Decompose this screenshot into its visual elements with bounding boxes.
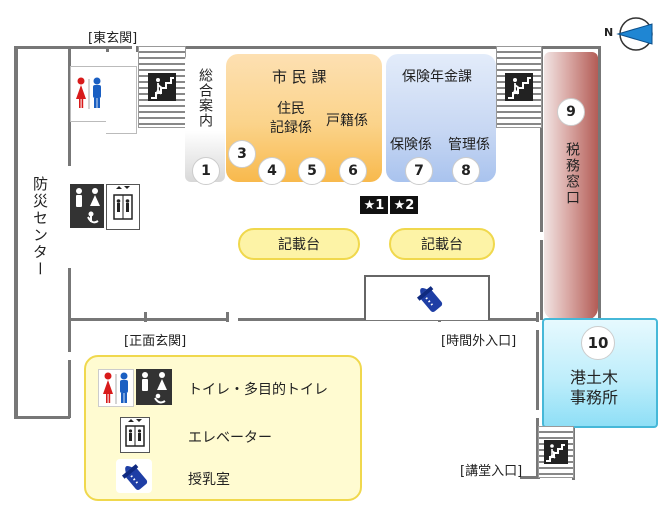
general-info-label: 総合案内 [197, 68, 213, 128]
accessible-toilet-icon [70, 184, 104, 228]
counter-3: 3 [228, 140, 256, 168]
toilet-block-top [70, 66, 108, 122]
wall [598, 46, 601, 318]
wall [68, 360, 71, 418]
wall [520, 476, 540, 479]
toilet-icon [73, 75, 105, 111]
elevator-icon [106, 184, 140, 230]
counter-4: 4 [258, 157, 286, 185]
auditorium-entrance-label: [講堂入口] [460, 464, 523, 479]
writing-desk-1: 記載台 [238, 228, 360, 260]
wall [536, 418, 539, 478]
resident-records-label: 住民 記録係 [270, 101, 312, 136]
wall [540, 240, 543, 320]
wall [144, 312, 147, 322]
wall [106, 46, 109, 52]
tax-window-zone [544, 52, 598, 320]
wall [536, 330, 539, 410]
wall [540, 46, 543, 232]
stairs-bottom-right [538, 426, 574, 478]
front-entrance-label: [正面玄関] [124, 334, 187, 349]
nursing-room [364, 275, 490, 320]
after-hours-entrance-label: [時間外入口] [441, 334, 517, 349]
wall [68, 46, 71, 166]
counter-5: 5 [298, 157, 326, 185]
north-label: N [604, 26, 614, 39]
wall [14, 416, 70, 419]
stairs-top-left [138, 46, 186, 128]
insurance-pension-label: 保険年金課 [402, 69, 472, 85]
legend-box: トイレ・多目的トイレ エレベーター 授乳室 [84, 355, 362, 501]
wall [14, 46, 18, 418]
baby-bottle-icon [116, 459, 152, 493]
counter-9: 9 [557, 98, 585, 126]
insurance-unit-label: 保険係 [390, 137, 432, 153]
stairs-icon [148, 73, 176, 101]
disaster-center-label: 防災センター [31, 176, 49, 278]
insurance-pension-zone [386, 54, 496, 182]
wall [68, 318, 228, 321]
tax-window-label: 税務窓口 [564, 142, 580, 206]
counter-7: 7 [405, 157, 433, 185]
wall [136, 46, 139, 52]
toilet-icon [98, 369, 134, 407]
accessible-toilet-icon [136, 369, 172, 405]
wall [536, 312, 539, 322]
legend-toilet-label: トイレ・多目的トイレ [188, 382, 328, 398]
counter-10: 10 [581, 326, 615, 360]
wall [226, 312, 229, 322]
wall [14, 46, 70, 49]
baby-bottle-icon [411, 281, 447, 315]
wall [544, 46, 600, 49]
management-unit-label: 管理係 [448, 137, 490, 153]
star-1-marker: ★1 [360, 196, 388, 214]
writing-desk-2: 記載台 [389, 228, 495, 260]
stairs-icon [544, 440, 568, 464]
elevator-icon [120, 417, 150, 453]
toilet-hall-box [106, 66, 137, 134]
citizens-section-label: 市 民 課 [272, 68, 327, 86]
counter-6: 6 [339, 157, 367, 185]
family-register-label: 戸籍係 [326, 113, 368, 129]
star-2-marker: ★2 [390, 196, 418, 214]
legend-elevator-label: エレベーター [188, 430, 272, 446]
east-entrance-label: [東玄関] [88, 31, 138, 46]
stairs-icon [505, 73, 533, 101]
wall [68, 268, 71, 352]
legend-nursing-label: 授乳室 [188, 472, 230, 488]
wall [68, 46, 132, 49]
counter-8: 8 [452, 157, 480, 185]
counter-1: 1 [192, 157, 220, 185]
north-arrow-icon: N [604, 16, 654, 52]
stairs-top-right [496, 46, 542, 128]
wall [184, 46, 544, 49]
port-office-label: 港土木 事務所 [570, 368, 619, 407]
